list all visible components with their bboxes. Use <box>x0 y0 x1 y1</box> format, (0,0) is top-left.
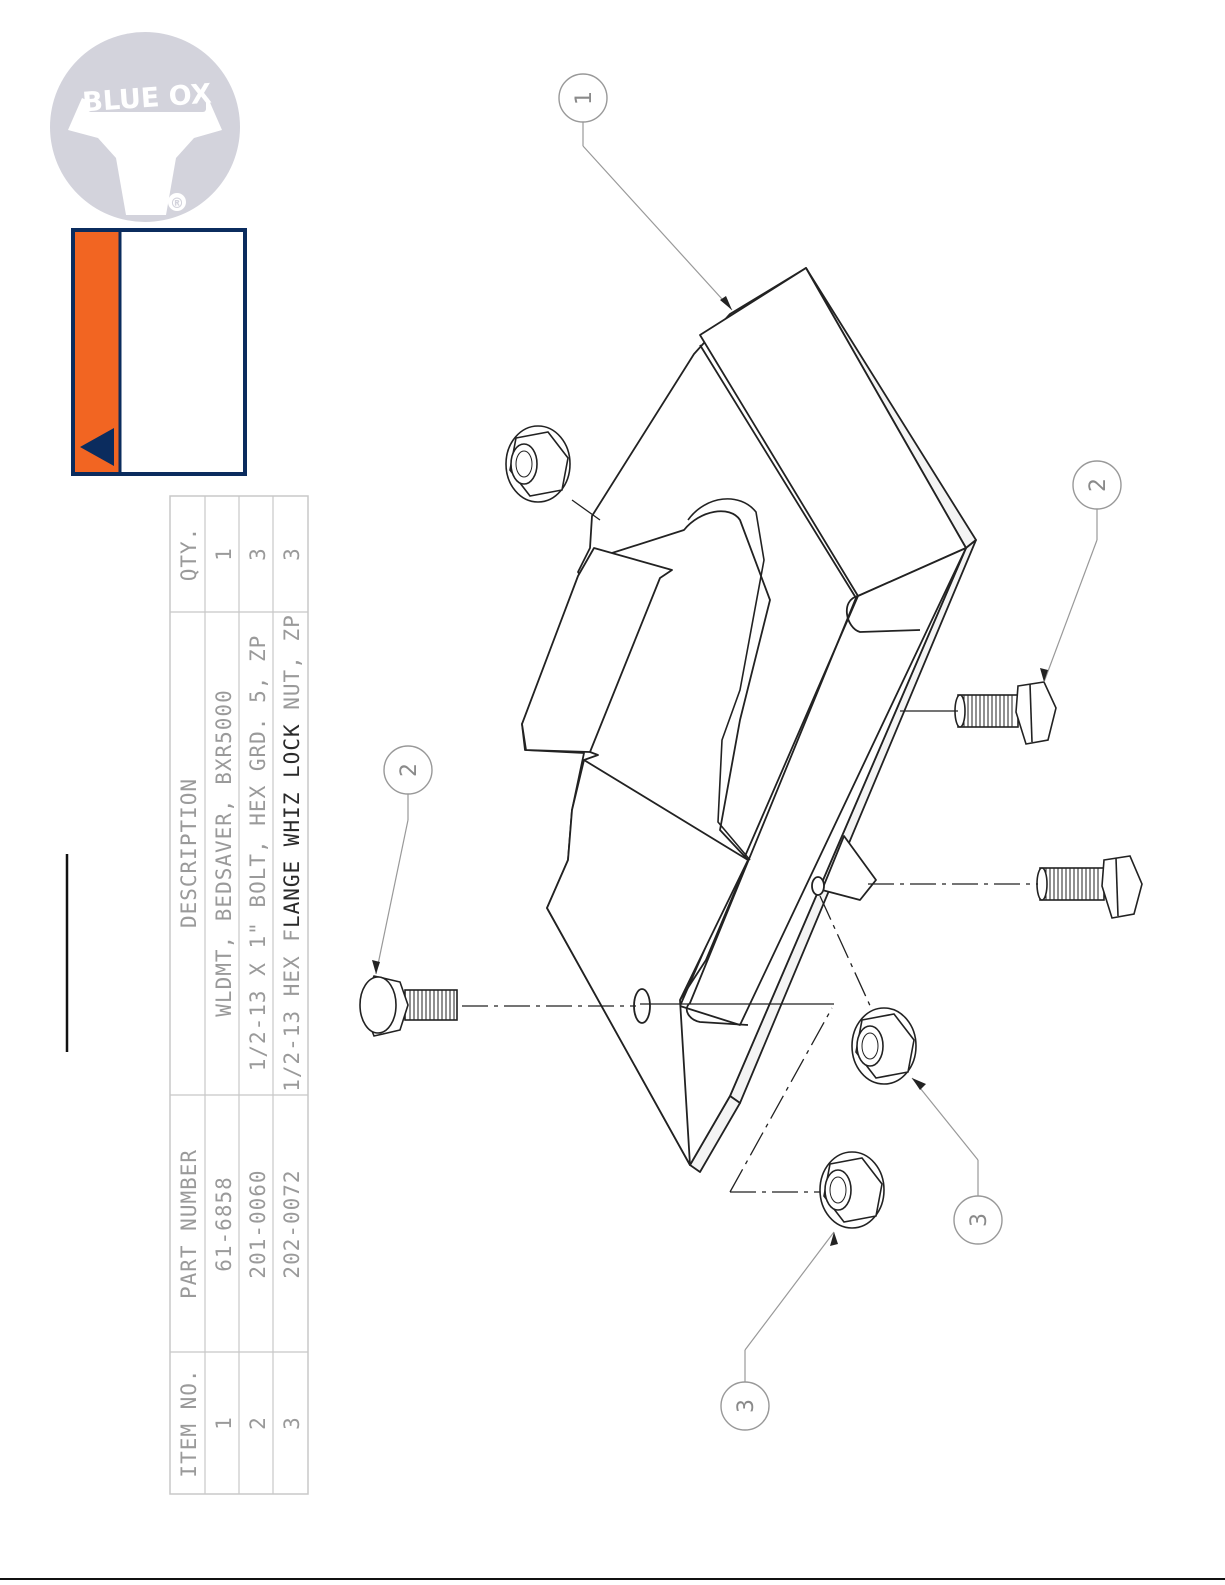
row3-desc-a: 1/2-13 HEX F <box>280 928 304 1092</box>
row3-desc-b: LANGE WHIZ LOCK <box>280 723 304 928</box>
flange-nut-middle <box>852 1008 916 1084</box>
header-item-no: ITEM NO. <box>177 1368 201 1477</box>
row1-qty: 1 <box>212 547 236 561</box>
bill-of-materials-table: ITEM NO. PART NUMBER DESCRIPTION QTY. 1 … <box>170 496 308 1494</box>
blue-ox-logo: BLUE OX ® <box>50 32 240 222</box>
balloon-item-1-label: 1 <box>572 91 597 105</box>
balloon-item-2-left-label: 2 <box>397 763 422 777</box>
balloon-item-3-right: 3 <box>954 1196 1002 1244</box>
row3-desc: 1/2-13 HEX FLANGE WHIZ LOCK NUT, ZP <box>280 614 304 1092</box>
flange-nut-bottom <box>820 1152 884 1228</box>
balloon-item-2-left: 2 <box>384 746 432 794</box>
row1-part: 61-6858 <box>212 1176 236 1272</box>
header-part-number: PART NUMBER <box>177 1149 201 1299</box>
hex-bolt-upper-right <box>955 682 1056 744</box>
header-qty: QTY. <box>177 527 201 582</box>
flange-nut-top <box>506 426 570 502</box>
row1-item: 1 <box>212 1416 236 1430</box>
balloon-item-2-right-label: 2 <box>1086 478 1111 492</box>
header-description: DESCRIPTION <box>177 778 201 928</box>
section-tab <box>73 230 245 474</box>
row2-qty: 3 <box>246 547 270 561</box>
row2-part: 201-0060 <box>246 1169 270 1278</box>
row3-item: 3 <box>280 1416 304 1430</box>
row3-part: 202-0072 <box>280 1169 304 1278</box>
hex-bolt-lower-right <box>1037 856 1142 918</box>
balloon-item-3-left-label: 3 <box>734 1399 759 1413</box>
row2-desc: 1/2-13 X 1" BOLT, HEX GRD. 5, ZP <box>246 635 270 1072</box>
balloon-item-1: 1 <box>559 74 607 122</box>
row3-desc-c: NUT, ZP <box>280 614 304 723</box>
row2-item: 2 <box>246 1416 270 1430</box>
hex-bolt-left <box>360 976 457 1036</box>
balloon-item-3-left: 3 <box>721 1382 769 1430</box>
balloon-item-3-right-label: 3 <box>967 1213 992 1227</box>
registered-mark: ® <box>170 196 184 212</box>
balloon-item-2-right: 2 <box>1073 461 1121 509</box>
row1-desc: WLDMT, BEDSAVER, BXR5000 <box>212 689 236 1016</box>
row3-qty: 3 <box>280 547 304 561</box>
